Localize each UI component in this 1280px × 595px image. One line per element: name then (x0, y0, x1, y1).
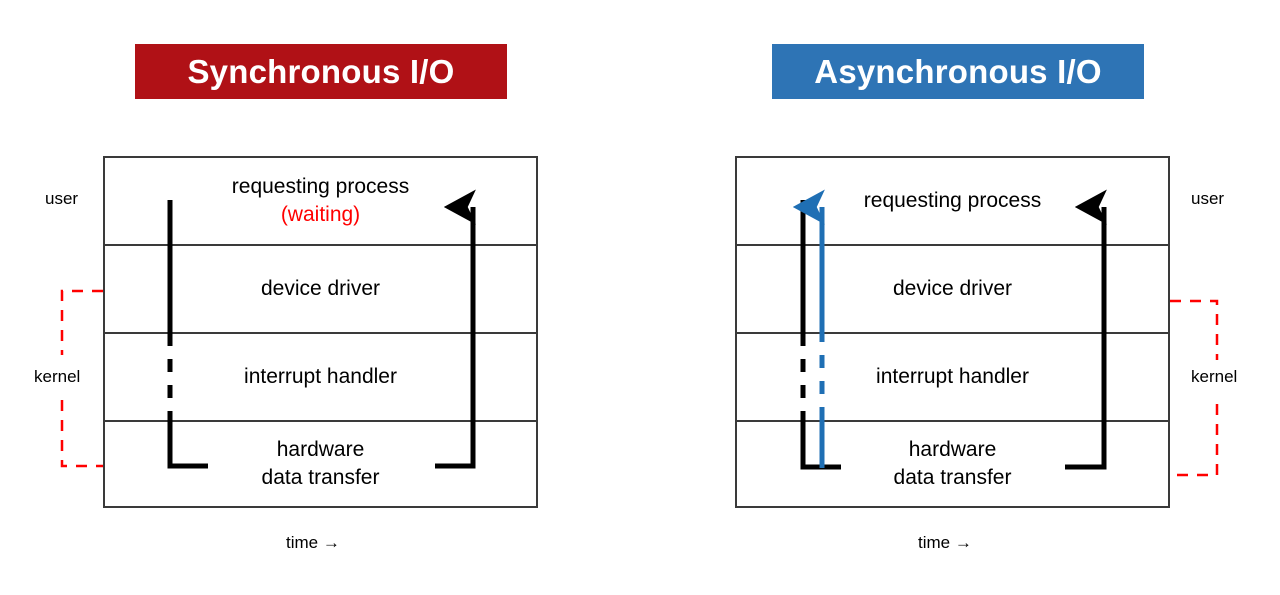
caption-time-async: time → (918, 533, 972, 552)
diagram-box-synchronous: requesting process (waiting) device driv… (103, 156, 538, 508)
band-interrupt-handler-async: interrupt handler (737, 332, 1168, 420)
band-requesting-process-async: requesting process (737, 158, 1168, 244)
band-subtitle: data transfer (893, 466, 1012, 489)
band-interrupt-handler-sync: interrupt handler (105, 332, 536, 420)
band-title: device driver (892, 277, 1013, 301)
diagram-box-asynchronous: requesting process device driver interru… (735, 156, 1170, 508)
band-title: hardware (908, 438, 997, 462)
band-title: interrupt handler (876, 365, 1029, 389)
band-title: requesting process (231, 175, 410, 199)
band-title: hardware (276, 438, 365, 462)
caption-time-sync: time → (286, 533, 340, 552)
title-banner-asynchronous: Asynchronous I/O (772, 44, 1144, 99)
band-subtitle-waiting: (waiting) (280, 203, 361, 226)
band-requesting-process-sync: requesting process (waiting) (105, 158, 536, 244)
side-label-kernel-sync: kernel (34, 367, 81, 386)
band-subtitle: data transfer (261, 466, 380, 489)
band-hardware-sync: hardware data transfer (105, 420, 536, 506)
side-label-user-sync: user (45, 189, 79, 208)
band-title: device driver (260, 277, 381, 301)
side-label-user-async: user (1191, 189, 1225, 208)
title-banner-synchronous: Synchronous I/O (135, 44, 507, 99)
band-title: interrupt handler (244, 365, 397, 389)
band-device-driver-async: device driver (737, 244, 1168, 332)
side-label-kernel-async: kernel (1191, 367, 1238, 386)
band-title: requesting process (863, 189, 1042, 213)
band-device-driver-sync: device driver (105, 244, 536, 332)
band-hardware-async: hardware data transfer (737, 420, 1168, 506)
